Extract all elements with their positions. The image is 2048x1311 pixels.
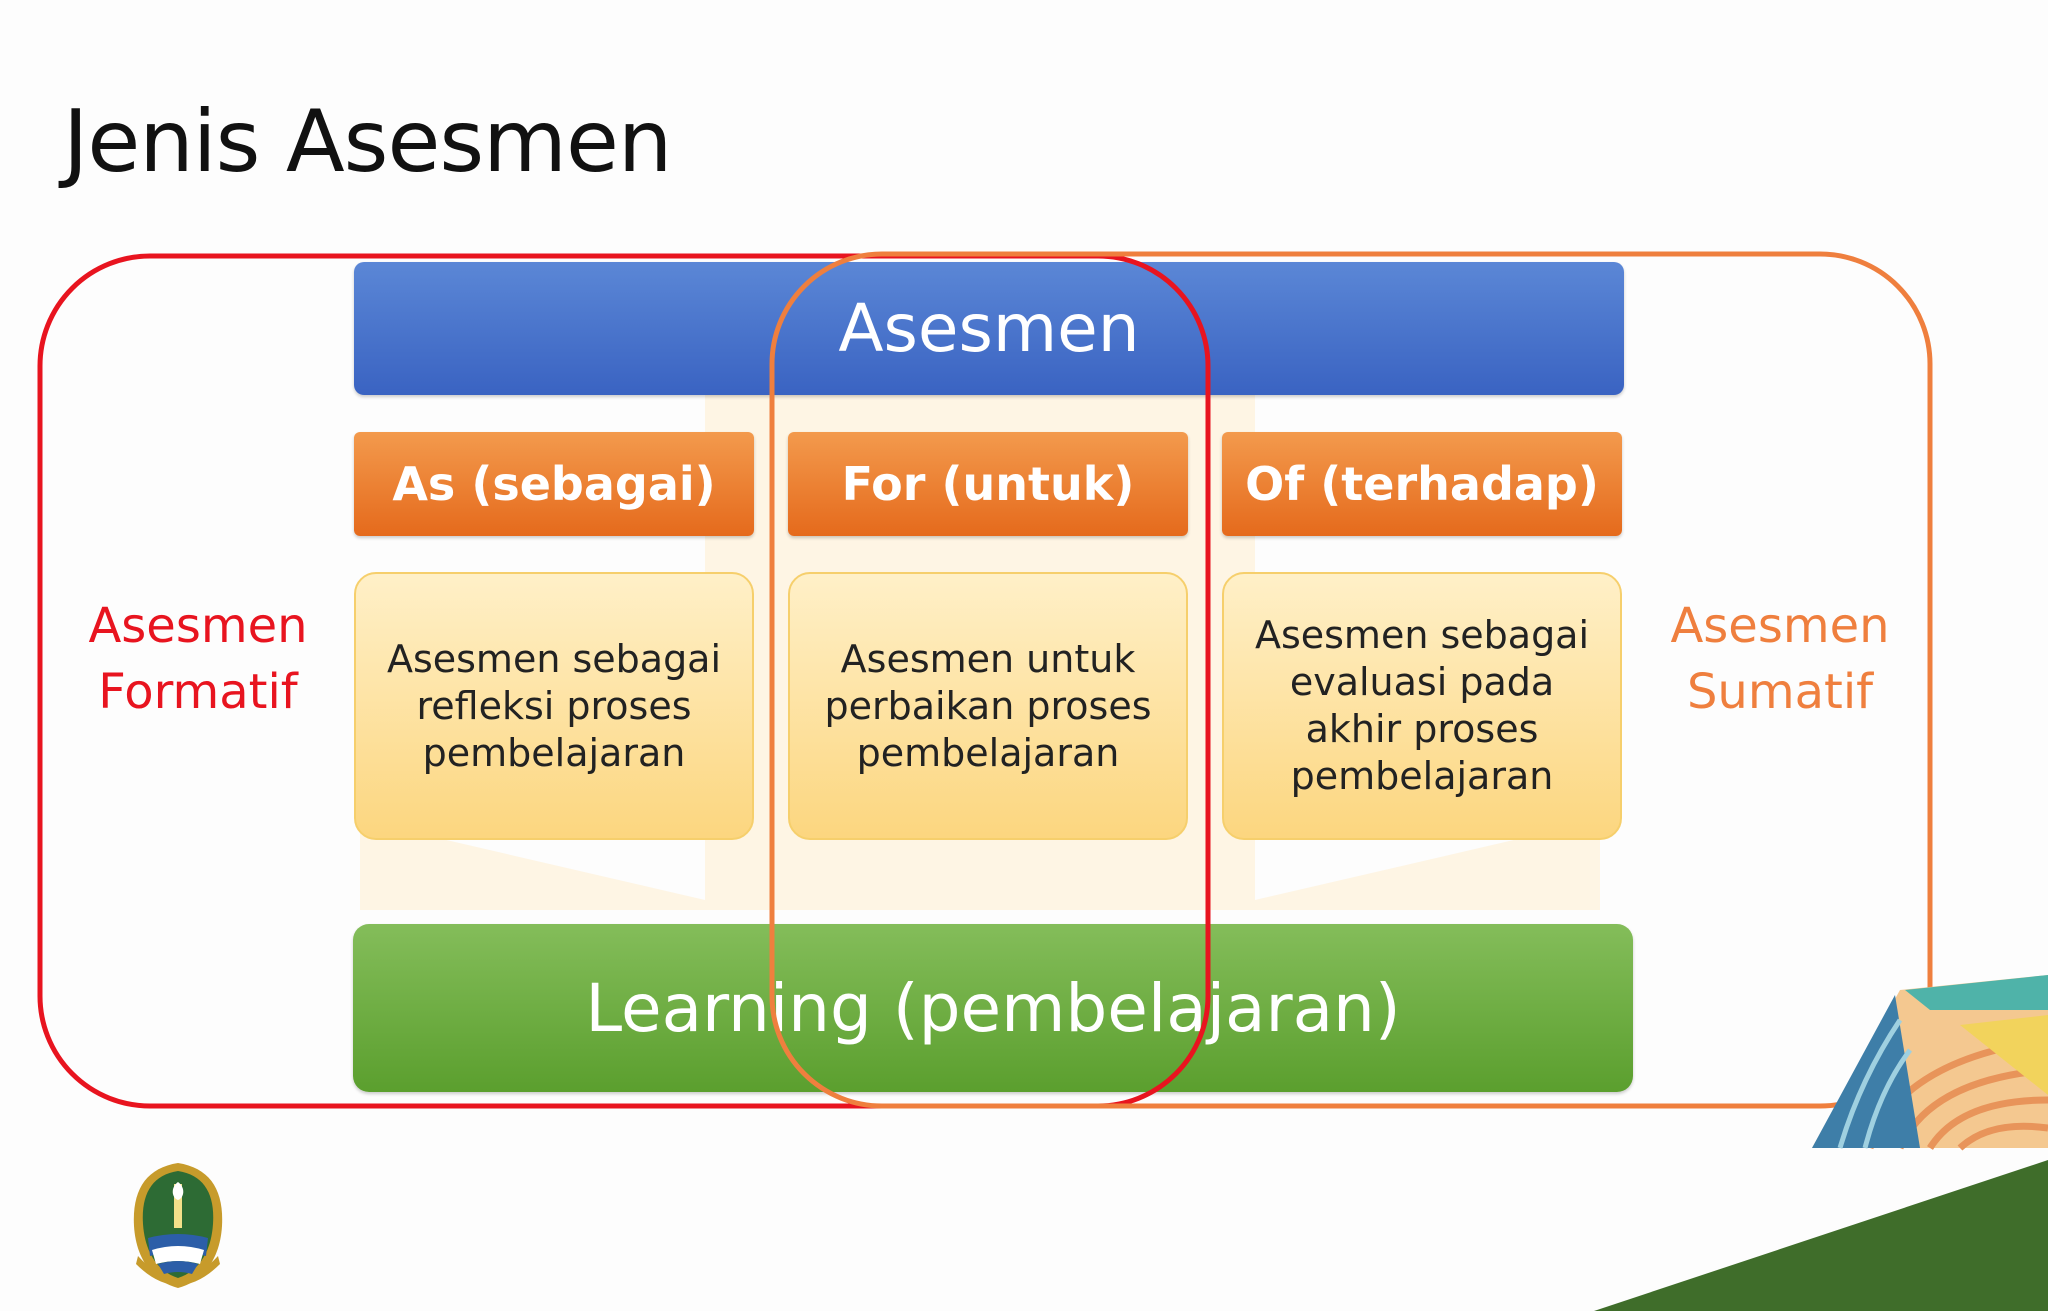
provincial-emblem-icon xyxy=(133,1163,223,1288)
page-title: Jenis Asesmen xyxy=(63,92,672,192)
